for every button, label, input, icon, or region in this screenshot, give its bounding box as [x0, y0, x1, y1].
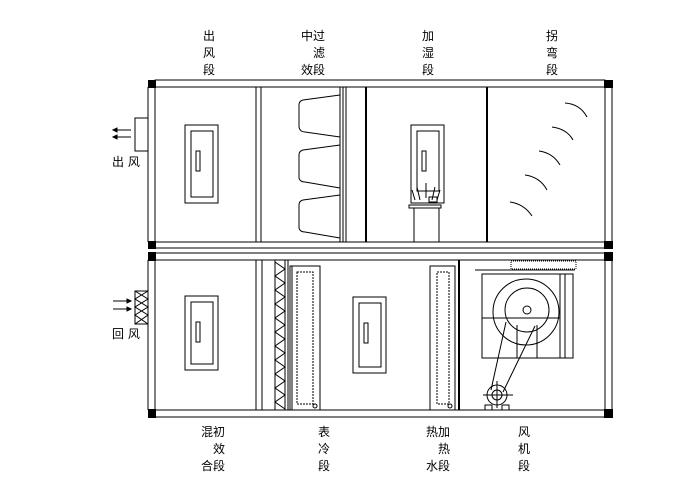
label-hot-water-heating-section: 热加热水段 [426, 424, 450, 475]
label-supply-air: 出 风 [112, 155, 140, 169]
hot-water-heating-coil [429, 265, 456, 411]
label-return-air: 回 风 [112, 327, 140, 341]
label-line: 表 [318, 425, 331, 439]
label-cooling-coil-section: 表冷段 [318, 424, 330, 475]
return-air-damper [113, 290, 149, 325]
access-door [352, 296, 387, 374]
label-line: 段 [546, 63, 559, 77]
medium-efficiency-bag-filter [298, 87, 347, 242]
label-line: 合段 [201, 459, 226, 473]
label-line: 段 [422, 63, 435, 77]
label-line: 风 [203, 46, 216, 60]
corner-brackets [148, 252, 613, 418]
label-outlet-section: 出风段 [203, 28, 215, 79]
label-line: 出 [203, 29, 216, 43]
label-line: 加 [422, 29, 435, 43]
label-mix-primary-filter-section: 混初效合段 [201, 424, 225, 475]
turning-vanes [509, 102, 588, 217]
label-bend-section: 拐弯段 [546, 28, 558, 79]
label-line: 段 [203, 63, 216, 77]
label-line: 效 [213, 442, 226, 456]
label-line: 段 [318, 459, 331, 473]
corner-brackets [148, 80, 613, 249]
access-door [184, 124, 219, 204]
label-humidify-section: 加湿段 [422, 28, 434, 79]
label-line: 热 [438, 442, 451, 456]
label-line: 效段 [301, 63, 326, 77]
label-fan-section: 风机段 [518, 424, 530, 475]
label-line: 混初 [201, 425, 226, 439]
label-line: 中过 [301, 29, 326, 43]
label-line: 机 [518, 442, 531, 456]
label-line: 滤 [313, 46, 326, 60]
label-line: 弯 [546, 46, 559, 60]
upper-unit [111, 79, 613, 249]
cooling-coil [289, 265, 321, 411]
label-line: 冷 [318, 442, 331, 456]
label-medium-filter-section: 中过滤效段 [301, 28, 325, 79]
label-line: 风 [518, 425, 531, 439]
fan [475, 260, 577, 411]
label-line: 拐 [546, 29, 559, 43]
label-line: 水段 [426, 459, 451, 473]
label-line: 段 [518, 459, 531, 473]
label-line: 热加 [426, 425, 451, 439]
primary-filter [274, 260, 289, 410]
humidifier [408, 124, 445, 243]
label-line: 湿 [422, 46, 435, 60]
access-door [184, 295, 219, 371]
lower-unit [113, 252, 613, 418]
supply-outlet-duct [111, 117, 148, 152]
